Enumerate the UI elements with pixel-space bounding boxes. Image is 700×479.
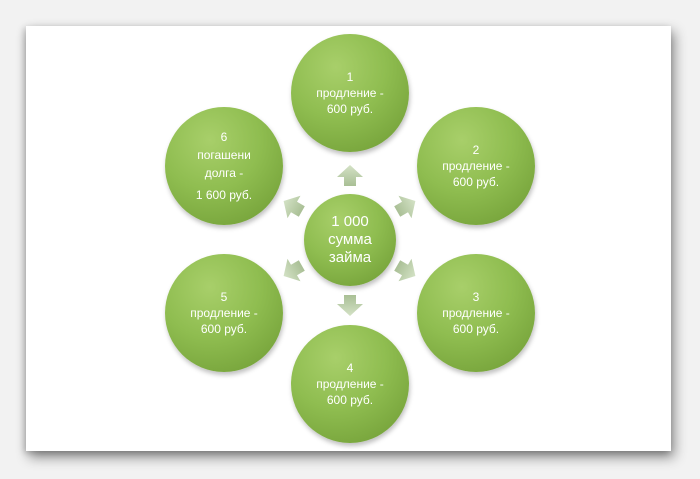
- node-6-number: 6: [220, 130, 228, 144]
- center-line-2: сумма: [328, 231, 372, 248]
- node-6-label-1: погашени: [197, 148, 251, 162]
- node-5-number: 5: [220, 290, 228, 304]
- node-5-amount: 600 руб.: [200, 322, 248, 336]
- node-4: 4 продление - 600 руб.: [291, 325, 409, 443]
- node-1: 1 продление - 600 руб.: [291, 34, 409, 152]
- arrow-to-node-4: [337, 295, 363, 316]
- node-5: 5 продление - 600 руб.: [165, 254, 283, 372]
- node-3: 3 продление - 600 руб.: [417, 254, 535, 372]
- node-6-amount: 1 600 руб.: [195, 188, 253, 202]
- node-3-amount: 600 руб.: [452, 322, 500, 336]
- node-4-number: 4: [346, 361, 354, 375]
- node-1-number: 1: [346, 70, 354, 84]
- node-1-label: продление -: [316, 86, 384, 100]
- arrow-to-node-5: [283, 258, 305, 282]
- node-2-number: 2: [472, 143, 480, 157]
- node-6: 6 погашени долга - 1 600 руб.: [165, 107, 283, 225]
- node-1-amount: 600 руб.: [326, 102, 374, 116]
- arrow-to-node-6: [283, 195, 305, 219]
- arrow-to-node-3: [394, 258, 416, 282]
- center-line-1: 1 000: [331, 213, 369, 230]
- node-2: 2 продление - 600 руб.: [417, 107, 535, 225]
- arrow-to-node-1: [337, 165, 363, 186]
- center-line-3: займа: [328, 249, 372, 266]
- node-2-amount: 600 руб.: [452, 175, 500, 189]
- arrow-to-node-2: [394, 195, 416, 219]
- node-4-label: продление -: [316, 377, 384, 391]
- node-3-number: 3: [472, 290, 480, 304]
- node-3-label: продление -: [442, 306, 510, 320]
- node-2-label: продление -: [442, 159, 510, 173]
- center-node: 1 000 сумма займа: [304, 194, 396, 286]
- node-6-label-2: долга -: [204, 166, 244, 180]
- node-4-amount: 600 руб.: [326, 393, 374, 407]
- node-5-label: продление -: [190, 306, 258, 320]
